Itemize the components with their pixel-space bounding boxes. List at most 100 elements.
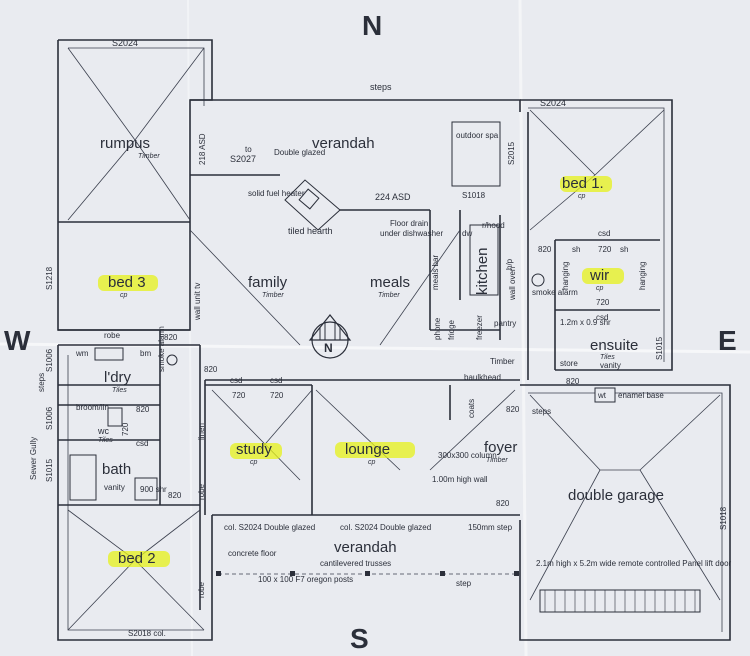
- svg-text:steps: steps: [532, 407, 551, 416]
- svg-text:S1015: S1015: [655, 336, 664, 360]
- svg-text:hanging: hanging: [561, 262, 570, 290]
- room-bed2: bed 2: [118, 550, 156, 567]
- svg-text:Timber: Timber: [138, 153, 160, 160]
- svg-text:S1018: S1018: [462, 191, 486, 200]
- svg-text:fridge: fridge: [447, 319, 456, 340]
- svg-text:S1015: S1015: [45, 458, 54, 482]
- svg-text:coats: coats: [467, 399, 476, 418]
- svg-text:smoke alarm: smoke alarm: [157, 326, 166, 372]
- bathtub: [69, 454, 97, 501]
- svg-text:vanity: vanity: [104, 483, 125, 492]
- svg-text:S2015: S2015: [507, 141, 516, 165]
- svg-text:under dishwasher: under dishwasher: [380, 229, 443, 238]
- svg-text:cp: cp: [120, 292, 128, 299]
- svg-text:dw: dw: [462, 229, 472, 238]
- svg-text:csd: csd: [230, 376, 242, 385]
- compass-north: N: [362, 10, 382, 41]
- svg-text:Tiles: Tiles: [112, 387, 127, 394]
- room-verandah-top: verandah: [312, 135, 375, 152]
- svg-text:baulkhead: baulkhead: [464, 373, 501, 382]
- svg-text:steps: steps: [37, 373, 46, 392]
- compass-south: S: [350, 623, 369, 654]
- svg-text:pantry: pantry: [494, 319, 516, 328]
- svg-text:cp: cp: [250, 459, 258, 466]
- svg-text:S2027: S2027: [230, 154, 256, 164]
- svg-text:csd: csd: [598, 229, 610, 238]
- svg-text:col. S2024 Double glazed: col. S2024 Double glazed: [340, 523, 431, 532]
- svg-text:Double glazed: Double glazed: [274, 148, 325, 157]
- room-wir: wir: [589, 267, 609, 284]
- svg-text:900 shr: 900 shr: [140, 485, 167, 494]
- room-rumpus: rumpus: [100, 135, 150, 152]
- washing-machine: [94, 347, 124, 361]
- svg-text:720: 720: [598, 245, 612, 254]
- smoke-alarm-icon: [531, 273, 545, 287]
- svg-text:2.1m high x 5.2m wide remote c: 2.1m high x 5.2m wide remote controlled …: [536, 559, 732, 568]
- annotations: S2024 steps S2024 218 ASD to S2027 Doubl…: [29, 38, 732, 638]
- svg-text:Sewer Gully: Sewer Gully: [29, 437, 38, 480]
- svg-text:820: 820: [496, 499, 510, 508]
- svg-text:Floor drain: Floor drain: [390, 219, 428, 228]
- compass-west: W: [4, 325, 31, 356]
- svg-text:tiled hearth: tiled hearth: [288, 226, 333, 236]
- smoke-alarm-icon-ldry: [166, 354, 178, 366]
- svg-text:S1006: S1006: [45, 406, 54, 430]
- compass-east: E: [718, 325, 737, 356]
- svg-text:Timber: Timber: [378, 292, 400, 299]
- svg-text:solid fuel heater: solid fuel heater: [248, 189, 305, 198]
- room-kitchen: kitchen: [474, 247, 491, 295]
- roof-hip-lines: [67, 47, 721, 631]
- svg-text:100 x 100 F7 oregon posts: 100 x 100 F7 oregon posts: [258, 575, 353, 584]
- outdoor-spa: [451, 121, 501, 187]
- svg-text:robe: robe: [197, 581, 206, 598]
- svg-text:720: 720: [121, 422, 130, 436]
- svg-text:broom/lin: broom/lin: [76, 403, 109, 412]
- svg-text:1.00m high wall: 1.00m high wall: [432, 475, 488, 484]
- svg-text:S1006: S1006: [45, 348, 54, 372]
- svg-text:h/p: h/p: [505, 258, 514, 270]
- svg-text:820: 820: [204, 365, 218, 374]
- interior-walls: [58, 174, 660, 610]
- svg-text:cantilevered trusses: cantilevered trusses: [320, 559, 391, 568]
- svg-text:vanity: vanity: [600, 361, 621, 370]
- svg-text:enamel base: enamel base: [618, 391, 664, 400]
- room-wc: wc: [97, 426, 109, 436]
- washtub: [594, 387, 616, 403]
- svg-text:cp: cp: [596, 285, 604, 292]
- shower: [134, 477, 158, 501]
- svg-text:sh: sh: [572, 245, 580, 254]
- svg-text:csd: csd: [270, 376, 282, 385]
- svg-text:phone: phone: [433, 317, 442, 340]
- svg-text:Tiles: Tiles: [98, 437, 113, 444]
- svg-text:Timber: Timber: [262, 292, 284, 299]
- room-lounge: lounge: [345, 441, 390, 458]
- svg-text:col. S2024 Double glazed: col. S2024 Double glazed: [224, 523, 315, 532]
- svg-text:300x300 column: 300x300 column: [438, 451, 497, 460]
- svg-text:steps: steps: [370, 82, 392, 92]
- svg-text:218 ASD: 218 ASD: [198, 133, 207, 165]
- toilet: [107, 407, 123, 427]
- room-ensuite: ensuite: [590, 337, 638, 354]
- svg-text:S1018: S1018: [719, 506, 728, 530]
- svg-text:N: N: [324, 341, 333, 355]
- svg-text:store: store: [560, 359, 578, 368]
- svg-text:linen: linen: [197, 423, 206, 440]
- svg-text:820: 820: [566, 377, 580, 386]
- svg-text:cp: cp: [578, 193, 586, 200]
- room-family: family: [248, 274, 288, 291]
- svg-text:bm: bm: [140, 349, 151, 358]
- svg-text:S2024: S2024: [540, 98, 566, 108]
- north-arrow-icon: N: [308, 314, 352, 359]
- room-labels: rumpus Timber verandah bed 1. cp bed 3 c…: [97, 135, 664, 567]
- svg-text:csd: csd: [596, 313, 608, 322]
- room-meals: meals: [370, 274, 410, 291]
- svg-text:sh: sh: [620, 245, 628, 254]
- svg-text:robe: robe: [104, 331, 121, 340]
- svg-text:wt: wt: [597, 391, 607, 400]
- svg-text:S2024: S2024: [112, 38, 138, 48]
- svg-text:Timber: Timber: [490, 357, 515, 366]
- room-double-garage: double garage: [568, 487, 664, 504]
- svg-text:smoke alarm: smoke alarm: [532, 288, 578, 297]
- svg-text:r/hood: r/hood: [482, 221, 505, 230]
